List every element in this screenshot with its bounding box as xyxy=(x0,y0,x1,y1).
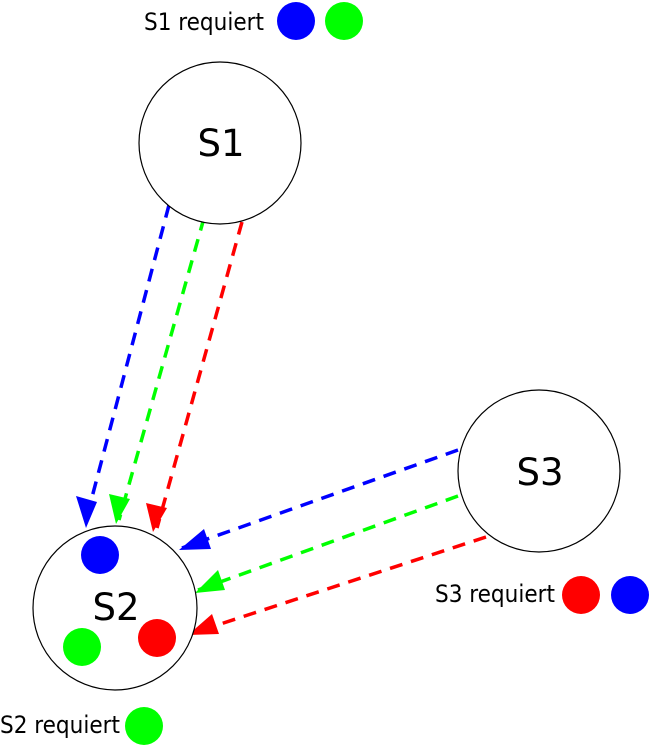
node-s2-token-green xyxy=(63,628,101,666)
edge-s3-s2-blue xyxy=(181,448,459,550)
node-s1-circle xyxy=(138,61,302,225)
requirement-s3-token-blue xyxy=(611,576,649,614)
edge-s3-s2-green xyxy=(197,494,459,592)
arrowheads xyxy=(76,494,225,635)
requirement-s1-token-green xyxy=(325,2,363,40)
node-s2-token-blue xyxy=(81,536,119,574)
edge-s1-s2-red xyxy=(155,221,244,529)
requirement-s2-text: S2 requiert xyxy=(0,711,120,739)
arrowhead-s1-s2-red xyxy=(146,503,167,532)
node-s1-label: S1 xyxy=(197,122,244,165)
requirement-s3-token-red xyxy=(562,576,600,614)
node-s1: S1 xyxy=(138,61,302,225)
edge-s1-s2-blue xyxy=(84,204,171,521)
arrowhead-s3-s2-blue xyxy=(179,529,211,550)
node-s2-label: S2 xyxy=(92,586,139,629)
edge-s1-s2-green xyxy=(117,217,206,521)
arrowhead-s3-s2-red xyxy=(188,614,219,635)
edge-s3-s2-red xyxy=(192,535,487,635)
arrowhead-s3-s2-green xyxy=(195,570,225,593)
node-s3-circle xyxy=(457,389,621,553)
node-s2-token-red xyxy=(138,619,176,657)
arrowhead-s1-s2-green xyxy=(109,494,130,524)
requirement-s1: S1 requiert xyxy=(144,2,363,40)
node-s3-label: S3 xyxy=(516,451,563,494)
requirement-s1-token-blue xyxy=(277,2,315,40)
requirement-s2-token-green xyxy=(125,707,163,745)
requirement-s3: S3 requiert xyxy=(435,576,649,614)
requirement-s3-text: S3 requiert xyxy=(435,580,555,608)
requirement-s1-text: S1 requiert xyxy=(144,8,264,36)
arrowhead-s1-s2-blue xyxy=(76,496,97,528)
requirement-s2: S2 requiert xyxy=(0,707,163,745)
node-s2: S2 xyxy=(32,525,198,691)
node-s3: S3 xyxy=(457,389,621,553)
edges xyxy=(84,204,487,635)
